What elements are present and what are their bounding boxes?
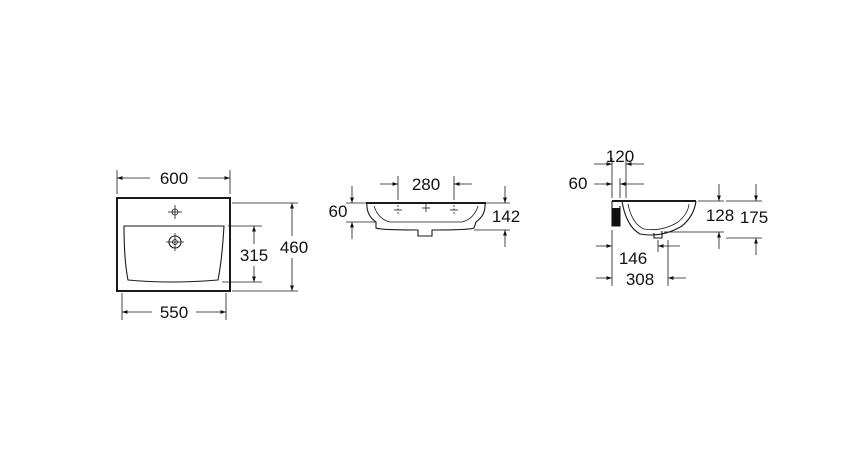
dim-front-rim-height: 60: [329, 186, 376, 239]
dim-side-edge-offset: 60: [569, 174, 644, 198]
dim-side-bowl-depth: 128: [664, 184, 734, 249]
dim-side-overall-height: 175: [726, 184, 768, 255]
dim-315-label: 315: [240, 246, 268, 265]
dim-120-label: 120: [606, 147, 634, 166]
dim-front-overall-height: 142: [474, 186, 520, 247]
dim-front-60-label: 60: [329, 202, 348, 221]
dim-basin-width: 550: [121, 293, 227, 322]
side-view-bowl-inner: [627, 203, 690, 231]
dim-side-top-offset: 120: [594, 147, 644, 198]
dim-280-label: 280: [412, 175, 440, 194]
dim-side-waste-distance: 146: [596, 230, 680, 286]
dim-460-label: 460: [280, 238, 308, 257]
front-tap-holes-icon: [394, 204, 458, 215]
top-view: 600 550 315 460: [116, 169, 308, 322]
dim-side-60-label: 60: [569, 174, 588, 193]
tap-hole-icon: [168, 205, 182, 219]
drain-icon: [166, 233, 184, 251]
side-view: 120 60 128 175: [569, 147, 769, 289]
dim-overall-width: 600: [116, 169, 231, 194]
side-view-drain: [653, 231, 663, 239]
dim-175-label: 175: [740, 208, 768, 227]
dim-600-label: 600: [160, 169, 188, 188]
dim-overall-depth: 460: [232, 202, 308, 292]
dim-308-label: 308: [626, 270, 654, 289]
dim-basin-depth: 315: [222, 225, 268, 283]
front-view: 280 60 142: [329, 175, 520, 247]
dim-142-label: 142: [492, 207, 520, 226]
dim-tap-spacing: 280: [380, 175, 472, 200]
side-view-wall-section: [612, 208, 620, 226]
dim-146-label: 146: [619, 249, 647, 268]
dim-128-label: 128: [706, 206, 734, 225]
front-view-body: [366, 202, 486, 237]
front-view-bowl: [373, 205, 479, 223]
top-view-bowl: [123, 225, 225, 283]
dim-550-label: 550: [160, 303, 188, 322]
top-view-outline: [116, 197, 231, 292]
dim-side-overall-depth: 308: [596, 240, 686, 289]
